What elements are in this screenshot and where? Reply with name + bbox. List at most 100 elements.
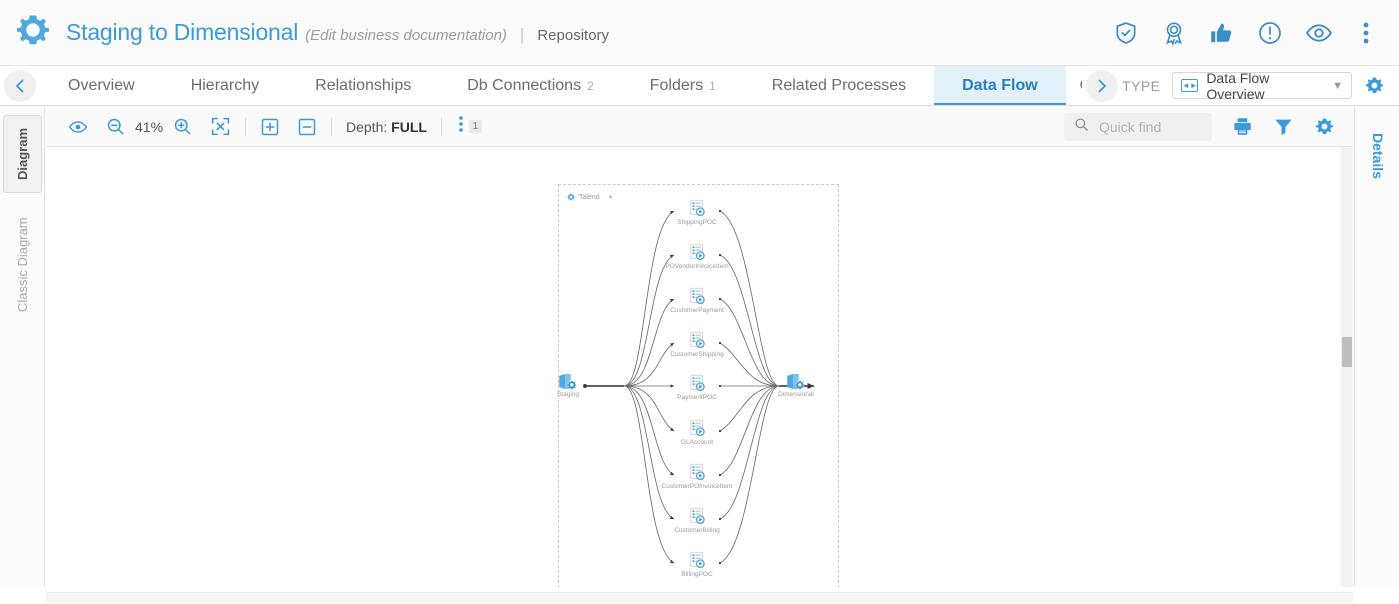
view-tab-classic-diagram[interactable]: Classic Diagram — [3, 202, 42, 327]
tab-db-connections[interactable]: Db Connections 2 — [439, 66, 622, 105]
diagram-node-paymentpoc-label: PaymentPOC — [677, 394, 717, 401]
diagram-node-customerbilling-label: CustomerBilling — [674, 527, 720, 534]
diagram-canvas[interactable]: Talend ▲ — [46, 147, 1353, 587]
diagram-node-povendorinvoiceitem[interactable]: POVendorInvoiceItem — [637, 243, 757, 270]
fit-to-screen-icon[interactable] — [210, 116, 231, 137]
toolbar-more-button[interactable]: 1 — [456, 115, 482, 138]
eye-icon[interactable] — [68, 117, 88, 137]
tab-related-processes-label: Related Processes — [771, 76, 907, 94]
left-view-rail: Diagram Classic Diagram — [0, 107, 45, 587]
diagram-endpoint-staging[interactable]: Staging — [508, 373, 628, 398]
tab-co-truncated[interactable]: Co — [1066, 66, 1082, 105]
gear-icon — [567, 188, 575, 206]
diagram-node-shippingpoc[interactable]: ShippingPOC — [637, 199, 757, 226]
diagram-node-paymentpoc[interactable]: PaymentPOC — [637, 374, 757, 401]
diagram-endpoint-dimensional-label: Dimensional — [778, 391, 814, 398]
zoom-level-value: 41% — [135, 118, 164, 135]
diagram-node-billingpoc[interactable]: BillingPOC — [637, 551, 757, 578]
tab-scroll-left-button[interactable] — [0, 66, 40, 105]
diagram-group-header: Talend ▲ — [567, 188, 614, 206]
diagram-node-customershipping[interactable]: CustomerShipping — [637, 331, 757, 358]
tab-scroll-right-button[interactable] — [1082, 66, 1122, 105]
tab-hierarchy[interactable]: Hierarchy — [163, 66, 287, 105]
toolbar-divider — [245, 117, 247, 136]
canvas-vertical-scrollbar[interactable] — [1341, 147, 1353, 587]
tab-relationships-label: Relationships — [315, 76, 412, 94]
view-tab-diagram[interactable]: Diagram — [3, 115, 42, 193]
diagram-node-billingpoc-label: BillingPOC — [681, 571, 713, 578]
tab-list: Overview Hierarchy Relationships Db Conn… — [40, 66, 1082, 105]
filter-icon[interactable] — [1273, 116, 1294, 137]
main-tab-bar: Overview Hierarchy Relationships Db Conn… — [0, 66, 1399, 106]
diagram-node-shippingpoc-label: ShippingPOC — [677, 219, 717, 226]
tab-overview-label: Overview — [68, 76, 135, 94]
title-bar: Staging to Dimensional (Edit business do… — [0, 0, 1399, 66]
diagram-type-select[interactable]: ◄► Data Flow Overview ▼ — [1172, 69, 1352, 102]
chevron-right-icon — [1086, 69, 1119, 102]
diagram-node-customerpoinvoiceitem-label: CustomerPOInvoiceItem — [661, 483, 733, 490]
tab-hierarchy-label: Hierarchy — [190, 76, 260, 94]
diagram-endpoint-staging-label: Staging — [556, 391, 580, 398]
tab-related-processes[interactable]: Related Processes — [744, 66, 934, 105]
chevron-up-icon[interactable]: ▲ — [607, 194, 614, 200]
tab-bar-right-controls: TYPE ◄► Data Flow Overview ▼ — [1122, 66, 1399, 105]
vertical-dots-icon — [456, 115, 466, 138]
tab-folders[interactable]: Folders 1 — [622, 66, 744, 105]
thumbs-up-icon[interactable] — [1209, 20, 1235, 46]
shield-check-icon[interactable] — [1113, 20, 1139, 46]
quick-find-box[interactable] — [1064, 112, 1212, 141]
diagram-node-customerbilling[interactable]: CustomerBilling — [637, 507, 757, 534]
tab-db-connections-label: Db Connections — [467, 76, 582, 94]
tab-co-truncated-label: Co — [1080, 77, 1082, 95]
eye-icon[interactable] — [1305, 19, 1333, 47]
collapse-all-icon[interactable] — [297, 117, 317, 137]
gear-icon — [13, 10, 53, 55]
diagram-node-customerpayment[interactable]: CustomerPayment — [637, 287, 757, 314]
tab-overview[interactable]: Overview — [40, 66, 163, 105]
job-play-icon — [637, 463, 757, 482]
tab-relationships[interactable]: Relationships — [287, 66, 439, 105]
tab-folders-label: Folders — [649, 76, 704, 94]
job-play-icon — [637, 374, 757, 393]
title-divider: | — [519, 25, 525, 44]
job-play-icon — [637, 287, 757, 306]
diagram-toolbar: 41% Depth: FULL 1 — [46, 107, 1353, 147]
award-ribbon-icon[interactable] — [1161, 20, 1187, 46]
type-label: TYPE — [1122, 77, 1161, 94]
expand-all-icon[interactable] — [260, 117, 280, 137]
depth-label: Depth: — [346, 118, 388, 135]
database-gear-icon — [508, 373, 628, 390]
details-panel-tab[interactable]: Details — [1359, 117, 1397, 195]
zoom-in-icon[interactable] — [173, 117, 192, 136]
chevron-down-icon: ▼ — [1332, 79, 1343, 92]
view-tab-classic-diagram-label: Classic Diagram — [15, 217, 30, 312]
canvas-horizontal-scrollbar[interactable] — [46, 592, 1353, 603]
diagram-node-glaccount-label: GLAccount — [680, 439, 714, 446]
tab-data-flow[interactable]: Data Flow — [934, 66, 1066, 105]
vertical-dots-icon[interactable] — [1355, 20, 1377, 46]
print-icon[interactable] — [1232, 116, 1253, 137]
depth-value: FULL — [391, 118, 427, 135]
diagram-node-glaccount[interactable]: GLAccount — [637, 419, 757, 446]
details-panel-tab-label: Details — [1370, 133, 1386, 179]
view-tab-diagram-label: Diagram — [15, 127, 30, 181]
depth-control[interactable]: Depth: FULL — [346, 119, 427, 135]
data-flow-icon: ◄► — [1181, 79, 1199, 92]
diagram-type-value: Data Flow Overview — [1206, 69, 1270, 102]
zoom-out-icon[interactable] — [106, 117, 125, 136]
gear-icon[interactable] — [1314, 116, 1335, 137]
chevron-left-icon — [4, 69, 36, 102]
diagram-endpoint-dimensional[interactable]: Dimensional — [736, 373, 856, 398]
warning-circle-icon[interactable] — [1257, 20, 1283, 46]
canvas-vertical-scroll-thumb[interactable] — [1342, 337, 1352, 367]
title-bar-actions — [1113, 19, 1399, 47]
diagram-node-customerpoinvoiceitem[interactable]: CustomerPOInvoiceItem — [637, 463, 757, 490]
tab-data-flow-label: Data Flow — [962, 76, 1038, 94]
toolbar-more-badge: 1 — [468, 120, 482, 133]
search-input[interactable] — [1097, 117, 1202, 136]
diagram-node-customershipping-label: CustomerShipping — [670, 351, 724, 358]
diagram-toolbar-right — [1064, 112, 1353, 141]
diagram-node-customerpayment-label: CustomerPayment — [670, 307, 724, 314]
repository-label: Repository — [537, 27, 610, 44]
tabbar-gear-icon[interactable] — [1364, 75, 1385, 96]
